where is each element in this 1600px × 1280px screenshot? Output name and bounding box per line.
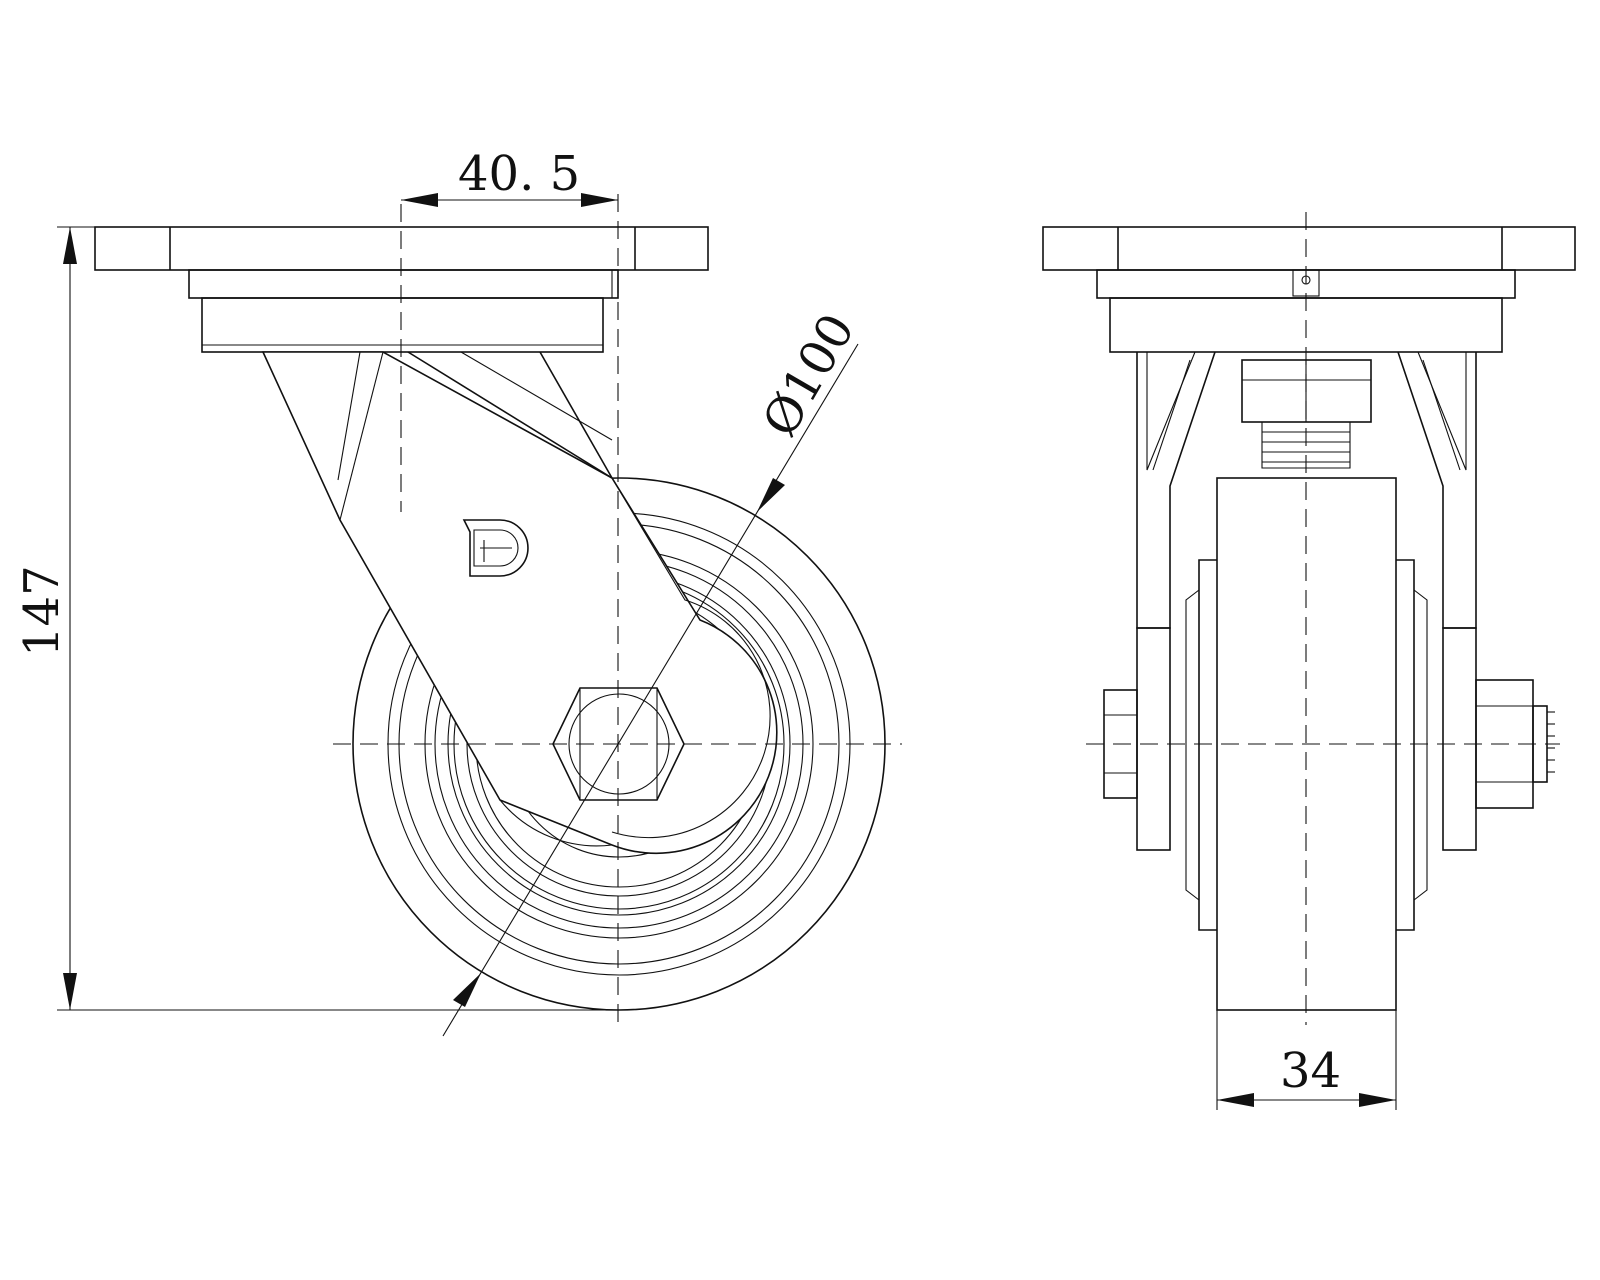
offset-dimension: 40. 5 xyxy=(401,146,618,207)
width-dimension-label: 34 xyxy=(1280,1043,1341,1099)
brand-logo xyxy=(462,519,529,577)
offset-dimension-label: 40. 5 xyxy=(458,146,580,202)
fork-side-legs xyxy=(1136,351,1477,851)
width-dimension: 34 xyxy=(1216,1010,1397,1110)
height-dimension: 147 xyxy=(14,226,619,1011)
fork-leg xyxy=(261,351,778,855)
side-view: 40. 5 147 Ø100 xyxy=(14,146,902,1037)
front-view: 34 xyxy=(1042,212,1576,1110)
height-dimension-label: 147 xyxy=(14,565,70,657)
front-mounting-plate xyxy=(1042,226,1576,353)
diameter-dimension-label: Ø100 xyxy=(752,305,866,446)
